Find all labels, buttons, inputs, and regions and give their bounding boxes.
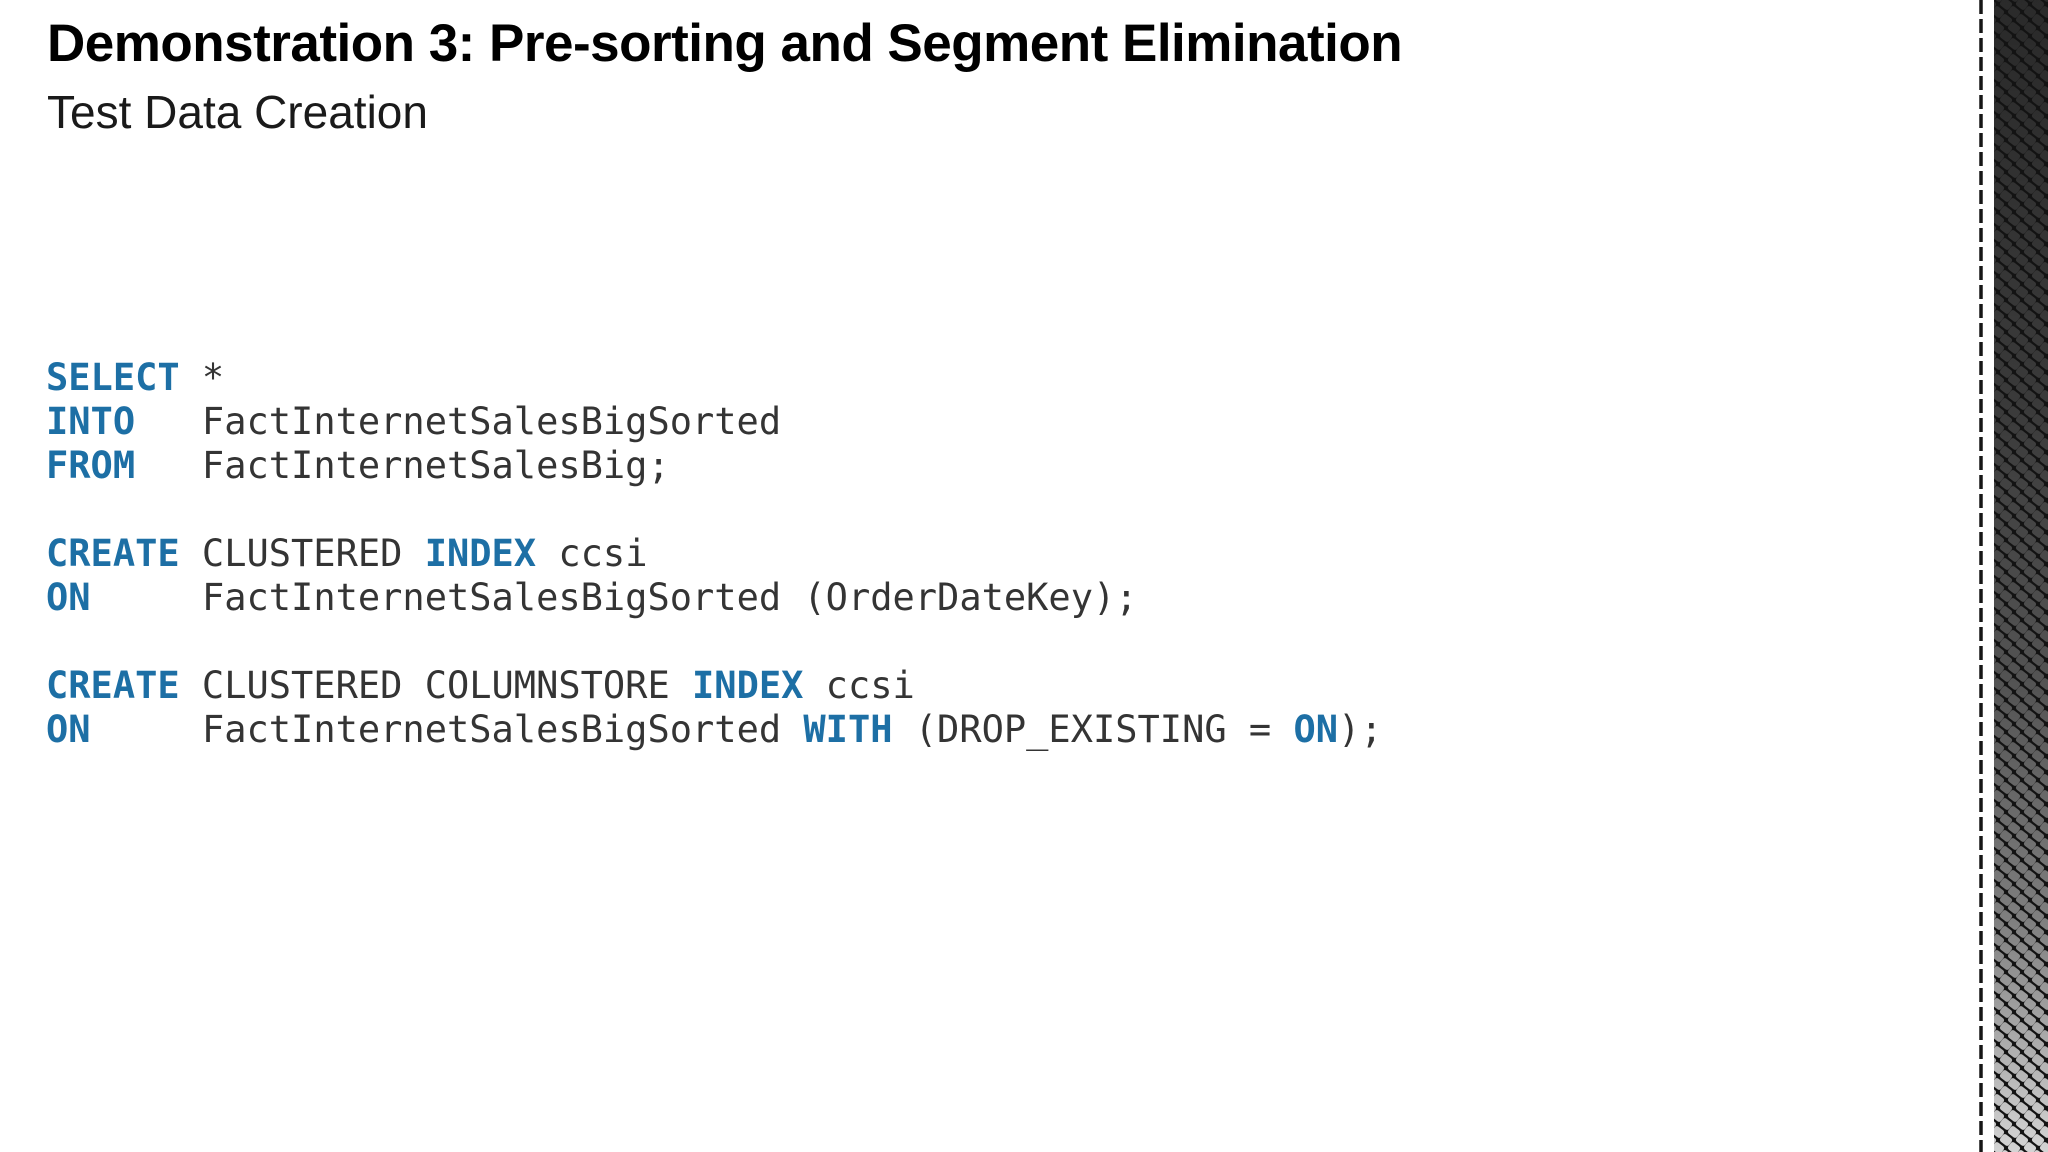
halftone-texture-band [1994, 0, 2048, 1152]
sql-keyword: WITH [803, 708, 893, 751]
code-line: ON FactInternetSalesBigSorted WITH (DROP… [46, 708, 1383, 752]
sql-keyword: INTO [46, 400, 136, 443]
sql-keyword: FROM [46, 444, 136, 487]
sql-keyword: CREATE [46, 532, 180, 575]
sql-keyword: CREATE [46, 664, 180, 707]
sql-text: FactInternetSalesBigSorted [135, 400, 782, 443]
sql-text: FactInternetSalesBig; [135, 444, 670, 487]
sql-text: (DROP_EXISTING = [892, 708, 1294, 751]
code-line [46, 488, 1383, 532]
slide-subtitle: Test Data Creation [47, 86, 428, 138]
sql-text: * [179, 356, 225, 399]
code-line: FROM FactInternetSalesBig; [46, 444, 1383, 488]
code-line: SELECT * [46, 356, 1383, 400]
sql-text: ccsi [803, 664, 915, 707]
code-line: INTO FactInternetSalesBigSorted [46, 400, 1383, 444]
slide-title: Demonstration 3: Pre-sorting and Segment… [47, 14, 1403, 73]
sql-keyword: INDEX [424, 532, 537, 575]
code-line [46, 620, 1383, 664]
right-decor-strip [1979, 0, 2048, 1152]
sql-text: FactInternetSalesBigSorted [90, 708, 804, 751]
sql-text: CLUSTERED COLUMNSTORE [179, 664, 693, 707]
sql-keyword: ON [46, 708, 91, 751]
sql-keyword: ON [46, 576, 91, 619]
code-line: ON FactInternetSalesBigSorted (OrderDate… [46, 576, 1383, 620]
sql-keyword: ON [1293, 708, 1339, 751]
sql-keyword: INDEX [692, 664, 804, 707]
sql-text: FactInternetSalesBigSorted (OrderDateKey… [90, 576, 1138, 619]
sql-text: ); [1338, 708, 1383, 751]
sql-keyword: SELECT [46, 356, 180, 399]
sql-text: ccsi [536, 532, 648, 575]
code-line: CREATE CLUSTERED INDEX ccsi [46, 532, 1383, 576]
code-line: CREATE CLUSTERED COLUMNSTORE INDEX ccsi [46, 664, 1383, 708]
sql-text: CLUSTERED [179, 532, 425, 575]
